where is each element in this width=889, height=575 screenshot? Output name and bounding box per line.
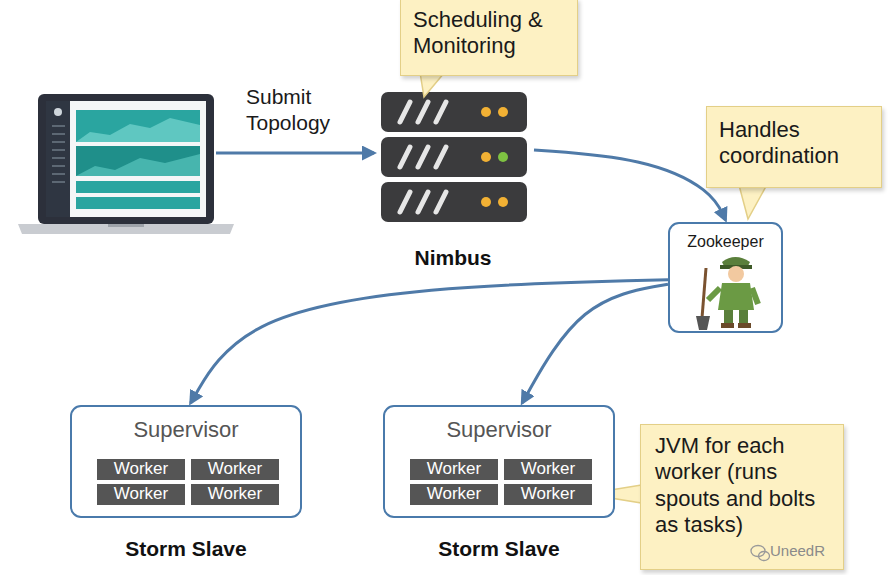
worker-label: Worker: [208, 484, 262, 504]
nimbus-label: Nimbus: [372, 245, 534, 270]
supervisor-box: SupervisorStorm SlaveWorkerWorkerWorkerW…: [383, 405, 615, 518]
worker-box: Worker: [97, 459, 185, 480]
submit-arrow: [216, 152, 374, 155]
worker-label: Worker: [208, 459, 262, 479]
arrow-label: Submit Topology: [246, 84, 358, 137]
zookeeper-figure: [696, 257, 758, 330]
worker-box: Worker: [410, 459, 498, 480]
worker-box: Worker: [410, 484, 498, 505]
callout-text: Scheduling & Monitoring: [413, 7, 565, 60]
worker-box: Worker: [191, 484, 279, 505]
storm-slave-label: Storm Slave: [385, 536, 613, 561]
storm-slave-label: Storm Slave: [72, 536, 300, 561]
worker-box: Worker: [504, 459, 592, 480]
worker-label: Worker: [114, 459, 168, 479]
watermark-icon: [751, 546, 770, 561]
worker-label: Worker: [521, 459, 575, 479]
callout-text: JVM for each worker (runs spouts and bol…: [655, 433, 829, 539]
worker-label: Worker: [427, 459, 481, 479]
worker-label: Worker: [114, 484, 168, 504]
laptop-illustration: [18, 94, 234, 234]
supervisor-box: SupervisorStorm SlaveWorkerWorkerWorkerW…: [70, 405, 302, 518]
callout-box: Scheduling & Monitoring: [400, 0, 578, 76]
connector-arrow: [191, 280, 668, 403]
worker-box: Worker: [504, 484, 592, 505]
zookeeper-box: Zookeeper: [668, 222, 783, 333]
zookeeper-label: Zookeeper: [670, 224, 781, 251]
worker-box: Worker: [97, 484, 185, 505]
supervisor-label: Supervisor: [385, 407, 613, 443]
worker-label: Worker: [521, 484, 575, 504]
callout-text: Handles coordination: [719, 117, 869, 170]
nimbus-server: Nimbus: [372, 88, 534, 270]
connector-arrow: [522, 284, 668, 403]
callout-box: Handles coordination: [706, 106, 882, 188]
connector-arrow: [534, 150, 726, 220]
worker-box: Worker: [191, 459, 279, 480]
supervisor-label: Supervisor: [72, 407, 300, 443]
worker-label: Worker: [427, 484, 481, 504]
watermark: UneedR: [770, 543, 840, 560]
server-illustration: [381, 92, 527, 222]
